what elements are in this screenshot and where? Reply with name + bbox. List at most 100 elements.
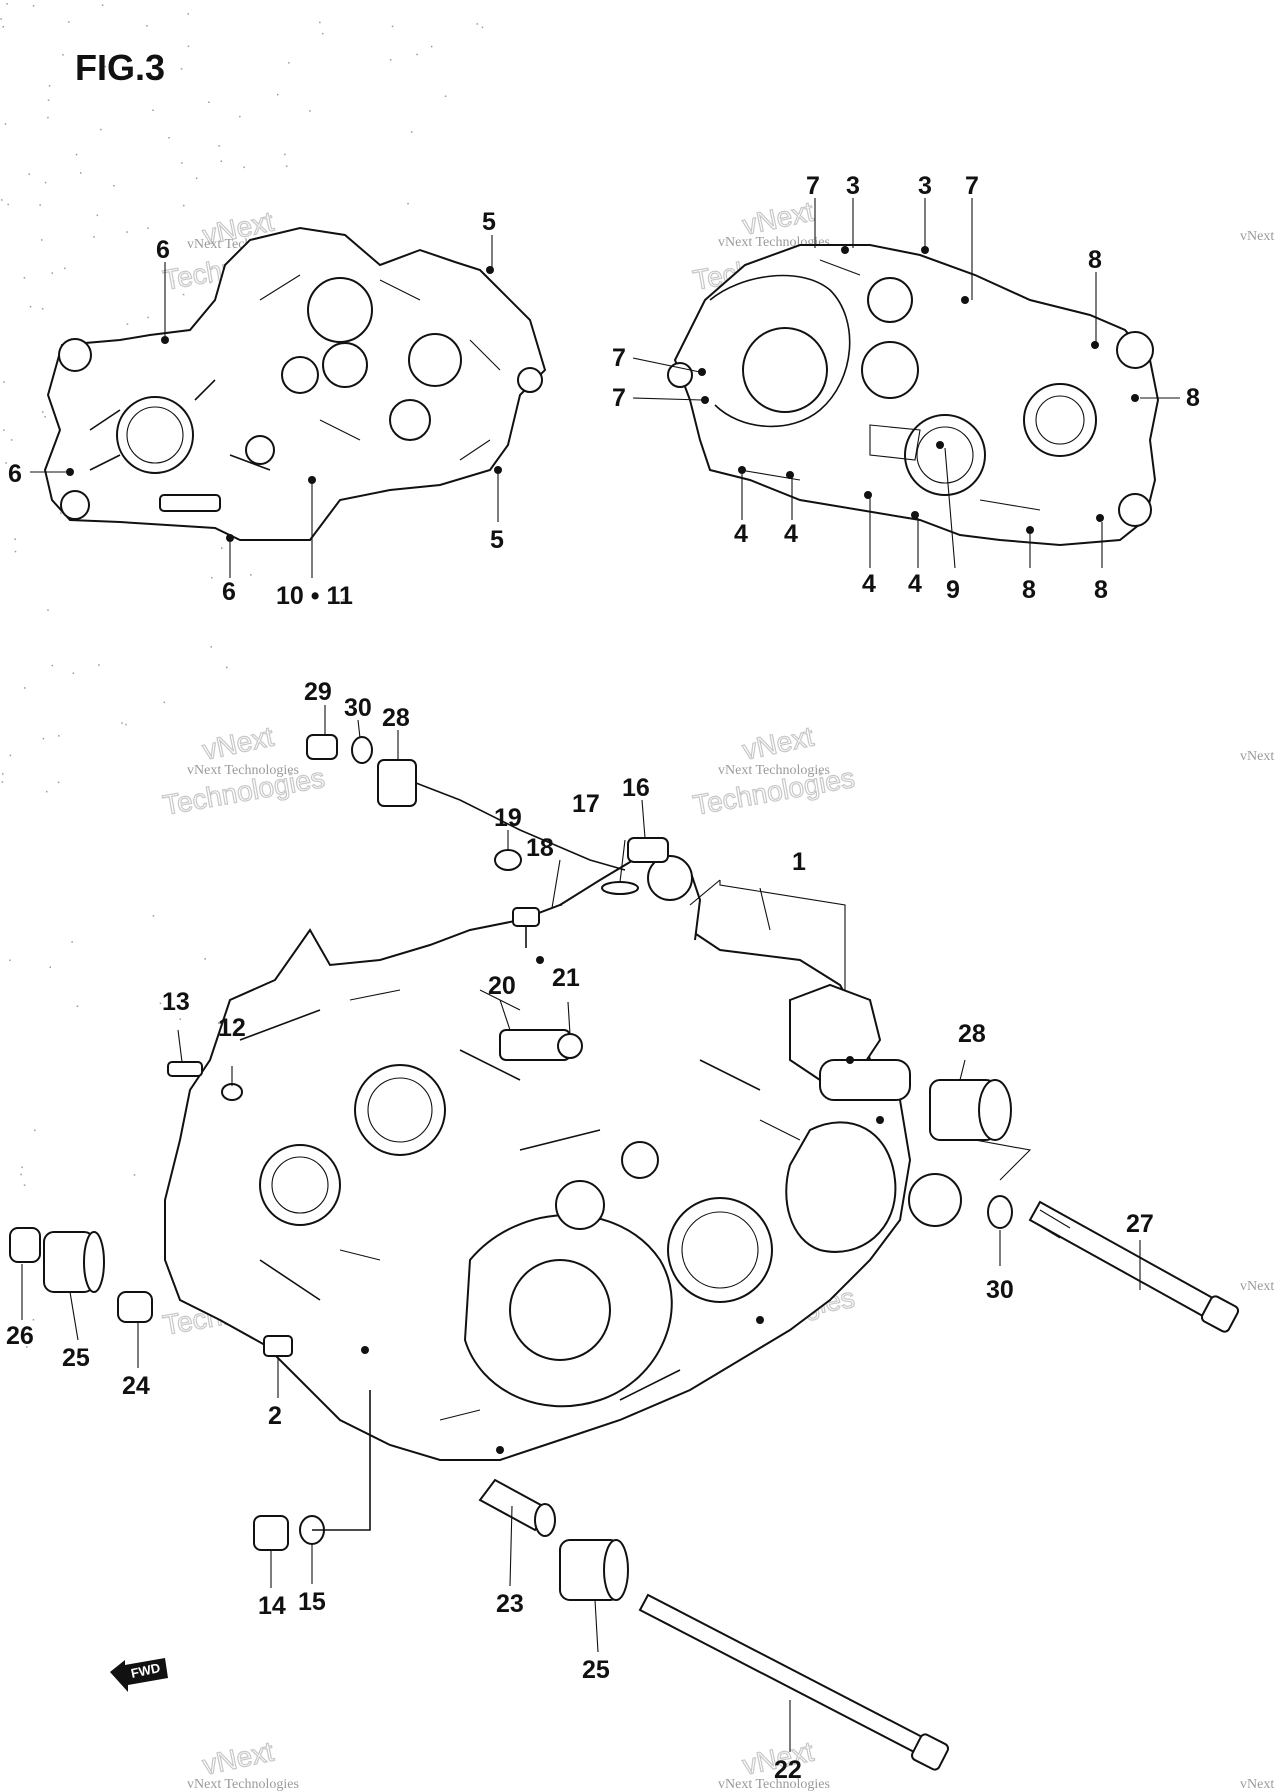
watermark-3: vNext vNext Technologies Technologies — [160, 720, 328, 821]
callout: 20 — [488, 972, 516, 1000]
speckle-dot — [104, 65, 107, 68]
speckle-dot — [181, 162, 183, 164]
speckle-dot — [209, 281, 212, 284]
speckle-dot — [101, 4, 104, 6]
speckle-dot — [29, 305, 32, 308]
speckle-dot — [3, 381, 5, 383]
speckle-dot — [285, 165, 288, 167]
speckle-dot — [98, 664, 100, 666]
speckle-dot — [476, 23, 478, 25]
speckle-dot — [321, 32, 324, 35]
speckle-dot — [416, 53, 418, 56]
speckle-dot — [133, 1174, 136, 1176]
watermark-company: vNext Technologies — [718, 763, 830, 778]
speckle-dot — [180, 68, 183, 70]
speckle-dot — [187, 13, 189, 15]
speckle-dot — [23, 1184, 26, 1186]
speckle-dot — [126, 231, 128, 233]
speckle-dot — [96, 214, 99, 217]
speckle-dot — [41, 308, 44, 310]
speckle-dot — [125, 723, 127, 726]
bolt-27 — [1028, 1200, 1222, 1322]
washer-30 — [351, 736, 373, 764]
washer-24 — [117, 1291, 153, 1323]
assembly-leaders — [21, 705, 1141, 1752]
callout: 24 — [122, 1372, 150, 1400]
callout: 8 — [1088, 246, 1102, 274]
speckle-dot — [57, 781, 60, 784]
callout: 22 — [774, 1756, 802, 1784]
right-crankcase-half — [667, 244, 1160, 547]
watermark-4: vNext vNext Technologies Technologies — [690, 720, 858, 821]
callout: 16 — [622, 774, 650, 802]
speckle-dot — [49, 966, 51, 968]
speckle-dot — [47, 609, 49, 611]
speckle-dot — [147, 227, 149, 229]
speckle-dot — [68, 21, 70, 23]
speckle-dot — [243, 166, 245, 169]
speckle-dot — [187, 45, 190, 48]
speckle-dot — [159, 1002, 162, 1005]
crankcase-assembly — [164, 848, 962, 1461]
speckle-dot — [21, 1166, 23, 1169]
callout: 4 — [784, 520, 798, 548]
watermark-company: vNext Technologies — [187, 1777, 299, 1792]
speckle-dot — [211, 577, 213, 579]
speckle-dot — [179, 1018, 181, 1020]
speckle-dot — [60, 512, 62, 514]
speckle-dot — [444, 95, 447, 97]
watermark-company: vNext Technologies — [187, 763, 299, 778]
speckle-dot — [3, 429, 5, 431]
speckle-dot — [389, 59, 392, 61]
direction-marker: FWD — [110, 1658, 168, 1692]
callout: 7 — [806, 172, 820, 200]
callout: 1 — [792, 848, 806, 876]
speckle-dot — [1, 781, 4, 783]
callout: 28 — [382, 704, 410, 732]
speckle-dot — [481, 26, 484, 29]
speckle-dot — [10, 439, 13, 441]
speckle-dot — [42, 411, 44, 413]
speckle-dot — [168, 137, 170, 139]
stud-13 — [167, 1061, 203, 1077]
watermark-brand: vNext — [200, 1736, 277, 1781]
speckle-dot — [71, 941, 73, 943]
speckle-dot — [430, 45, 433, 48]
watermark-edge: vNext vNext vNext vNext — [1240, 229, 1274, 1792]
callout: 7 — [612, 384, 626, 412]
callout: 8 — [1094, 576, 1108, 604]
speckle-dot — [410, 131, 413, 133]
callout: 7 — [965, 172, 979, 200]
speckle-dot — [152, 109, 154, 111]
callout: 3 — [918, 172, 932, 200]
speckle-dot — [47, 99, 50, 101]
speckle-dot — [319, 21, 321, 24]
speckle-dot — [58, 735, 60, 737]
callout: 3 — [846, 172, 860, 200]
speckle-dot — [217, 1022, 220, 1024]
speckle-dot — [47, 116, 49, 119]
callout: 19 — [494, 804, 522, 832]
callout: 28 — [958, 1020, 986, 1048]
speckle-dot — [113, 185, 115, 187]
watermark-brand: vNext — [200, 721, 277, 766]
speckle-dot — [6, 3, 8, 5]
speckle-dot — [14, 480, 17, 482]
callout: 4 — [734, 520, 748, 548]
speckle-dot — [126, 323, 129, 325]
speckle-dot — [0, 18, 2, 20]
speckle-dot — [172, 280, 175, 283]
speckle-dot — [220, 160, 223, 162]
speckle-dot — [9, 959, 11, 961]
callout: 30 — [344, 694, 372, 722]
speckle-dot — [51, 664, 54, 667]
speckle-dot — [208, 101, 210, 103]
callout: 17 — [572, 790, 600, 818]
left-case-leaders — [30, 235, 499, 578]
callout: 6 — [222, 578, 236, 606]
speckle-dot — [204, 958, 206, 960]
bearing-28-top — [377, 759, 417, 807]
callout: 5 — [482, 208, 496, 236]
speckle-dot — [32, 5, 35, 7]
